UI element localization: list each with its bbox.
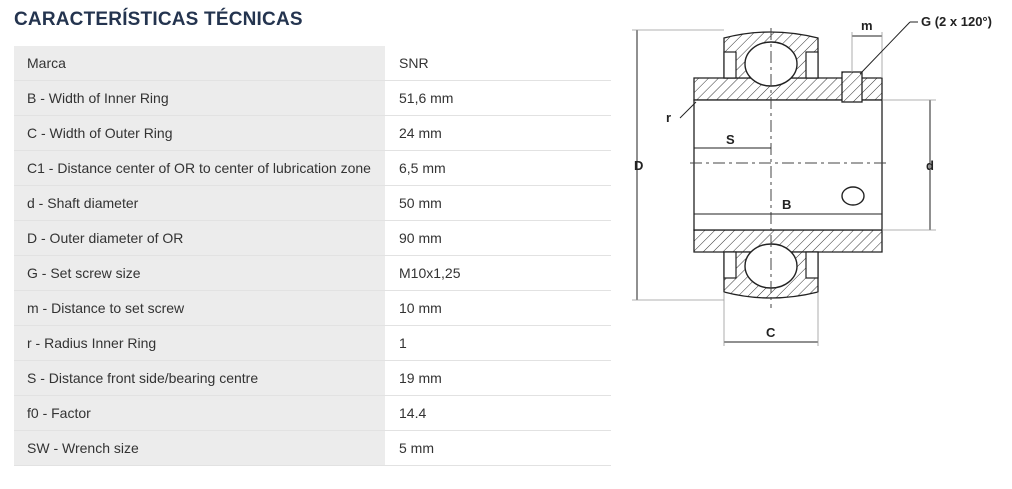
page-title: CARACTERÍSTICAS TÉCNICAS (14, 9, 303, 30)
spec-value: 24 mm (385, 115, 611, 151)
set-screw (841, 71, 863, 103)
spec-label: d - Shaft diameter (14, 185, 385, 221)
leader-r (679, 101, 697, 119)
label-S: S (726, 132, 735, 147)
label-D: D (634, 158, 643, 173)
table-row: G - Set screw size M10x1,25 (14, 255, 611, 291)
spec-label: D - Outer diameter of OR (14, 220, 385, 256)
label-B: B (782, 197, 791, 212)
spec-label: C - Width of Outer Ring (14, 115, 385, 151)
label-G: G (2 x 120°) (921, 14, 992, 29)
table-row: f0 - Factor 14.4 (14, 395, 611, 431)
table-row: B - Width of Inner Ring 51,6 mm (14, 80, 611, 116)
spec-label: r - Radius Inner Ring (14, 325, 385, 361)
table-row: D - Outer diameter of OR 90 mm (14, 220, 611, 256)
table-row: SW - Wrench size 5 mm (14, 430, 611, 466)
bearing-diagram: D d S B C m G (2 x 120°) r (632, 14, 992, 346)
spec-label: C1 - Distance center of OR to center of … (14, 150, 385, 186)
specs-table: Marca SNR B - Width of Inner Ring 51,6 m… (14, 46, 611, 466)
table-row: Marca SNR (14, 46, 611, 81)
spec-label: G - Set screw size (14, 255, 385, 291)
spec-value: 50 mm (385, 185, 611, 221)
table-row: d - Shaft diameter 50 mm (14, 185, 611, 221)
inner-ring-bore (693, 99, 883, 231)
spec-value: SNR (385, 46, 611, 81)
seal-right-bottom (805, 251, 819, 279)
spec-value: 10 mm (385, 290, 611, 326)
label-r: r (666, 110, 671, 125)
spec-label: Marca (14, 46, 385, 81)
table-row: r - Radius Inner Ring 1 (14, 325, 611, 361)
spec-label: B - Width of Inner Ring (14, 80, 385, 116)
lubrication-hole (841, 186, 865, 206)
spec-value: 5 mm (385, 430, 611, 466)
spec-label: SW - Wrench size (14, 430, 385, 466)
leader-G (859, 21, 911, 75)
table-row: C - Width of Outer Ring 24 mm (14, 115, 611, 151)
table-row: S - Distance front side/bearing centre 1… (14, 360, 611, 396)
label-C: C (766, 325, 776, 340)
seal-right-top (805, 51, 819, 79)
spec-label: S - Distance front side/bearing centre (14, 360, 385, 396)
label-d: d (926, 158, 934, 173)
spec-value: 51,6 mm (385, 80, 611, 116)
seal-left-top (723, 51, 737, 79)
table-row: C1 - Distance center of OR to center of … (14, 150, 611, 186)
label-m: m (861, 18, 873, 33)
spec-value: 1 (385, 325, 611, 361)
spec-value: 14.4 (385, 395, 611, 431)
spec-label: f0 - Factor (14, 395, 385, 431)
table-row: m - Distance to set screw 10 mm (14, 290, 611, 326)
spec-value: 6,5 mm (385, 150, 611, 186)
spec-value: 90 mm (385, 220, 611, 256)
spec-value: 19 mm (385, 360, 611, 396)
spec-value: M10x1,25 (385, 255, 611, 291)
seal-left-bottom (723, 251, 737, 279)
spec-label: m - Distance to set screw (14, 290, 385, 326)
